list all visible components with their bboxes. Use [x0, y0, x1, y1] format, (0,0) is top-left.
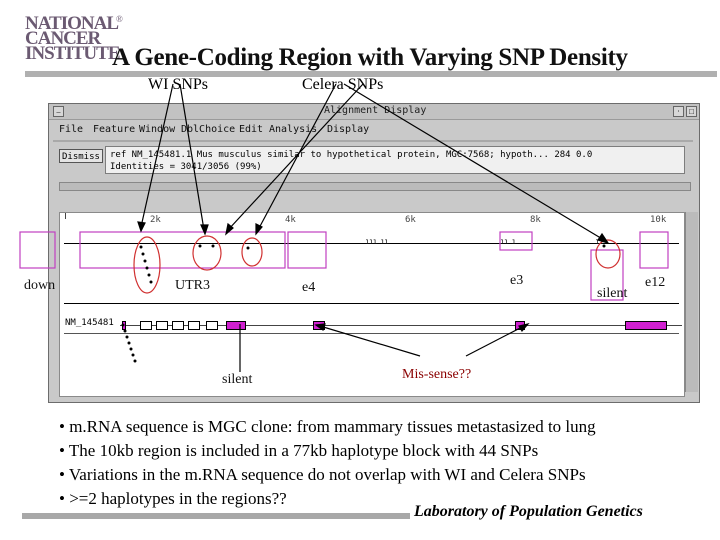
ruler-label: 10k [650, 215, 667, 225]
ruler-label: 8k [530, 215, 541, 225]
pointer-arrows [137, 83, 610, 372]
window-title: Alignment Display [324, 105, 427, 116]
menu-bar: File Feature Window DblChoice Edit Analy… [49, 121, 699, 138]
exon-block[interactable] [188, 321, 200, 330]
exon-block[interactable] [206, 321, 218, 330]
annotation-box [639, 231, 669, 269]
title-rule [25, 71, 717, 77]
annotation-e3: e3 [510, 273, 524, 288]
snp-dots [121, 244, 606, 363]
exon-block[interactable] [140, 321, 152, 330]
annotation-e4: e4 [302, 280, 316, 295]
snp-cluster-mark: ıı [595, 237, 604, 246]
menu-display[interactable]: Display [327, 124, 370, 135]
bullet-item: • >=2 haplotypes in the regions?? [59, 489, 287, 508]
exon-block[interactable] [156, 321, 168, 330]
menu-separator [53, 140, 693, 142]
snp-cluster-mark: ııı ıı [365, 237, 389, 246]
logo-line-national: NATIONAL [25, 13, 119, 34]
annotation-box [499, 231, 533, 251]
annotation-box [590, 249, 624, 301]
annotation-silent-right: silent [597, 286, 628, 301]
bullet-list: • m.RNA sequence is MGC clone: from mamm… [59, 415, 709, 511]
horizontal-scrollbar[interactable] [59, 182, 691, 191]
snp-ellipse [595, 239, 621, 269]
exon-block[interactable] [172, 321, 184, 330]
menu-feature[interactable]: Feature [93, 124, 136, 135]
footer-lab-name: Laboratory of Population Genetics [414, 503, 643, 520]
footer-rule [22, 513, 410, 519]
bullet-item: • Variations in the m.RNA sequence do no… [59, 465, 586, 484]
menu-file[interactable]: File [59, 124, 84, 135]
annotation-down: down [24, 278, 56, 293]
ruler-tick [65, 213, 66, 219]
snp-ellipse [241, 237, 263, 267]
window-titlebar[interactable]: – Alignment Display · □ [49, 104, 699, 120]
snp-ellipse [192, 235, 222, 271]
exon-block[interactable] [226, 321, 246, 330]
annotation-misense: Mis-sense?? [402, 367, 472, 382]
info-line-1: ref NM_145481.1 Mus musculus similar to … [110, 150, 593, 160]
wi-snps-label: WI SNPs [148, 76, 209, 93]
menu-dblchoice[interactable]: DblChoice [181, 124, 236, 135]
maximize-icon[interactable]: □ [686, 106, 697, 117]
registered-mark: ® [116, 14, 123, 24]
track-bottom-line [64, 333, 679, 334]
window-menu-icon[interactable]: – [53, 106, 64, 117]
alignment-display-window: – Alignment Display · □ File Feature Win… [48, 103, 700, 403]
sequence-track-panel: 2k 4k 6k 8k 10k ııı ıı ıı ı ıı NM_145481 [59, 212, 685, 397]
exon-block[interactable] [625, 321, 667, 330]
minimize-icon[interactable]: · [673, 106, 684, 117]
snp-cluster-mark: ıı ı [500, 237, 516, 246]
vertical-scrollbar[interactable] [685, 212, 698, 392]
annotation-box [287, 231, 327, 269]
annotation-utr3: UTR3 [175, 278, 210, 293]
nci-logo: NATIONAL CANCER INSTITUTE [25, 13, 120, 64]
info-line-2: Identities = 3041/3056 (99%) [110, 162, 262, 172]
ruler-label: 4k [285, 215, 296, 225]
menu-analysis[interactable]: Analysis [269, 124, 318, 135]
bullet-item: • m.RNA sequence is MGC clone: from mamm… [59, 417, 596, 436]
mrna-track-line [120, 325, 682, 326]
annotation-silent-left: silent [222, 372, 253, 387]
logo-line-cancer: CANCER [25, 28, 101, 49]
menu-edit[interactable]: Edit [239, 124, 264, 135]
ruler-label: 6k [405, 215, 416, 225]
annotation-box [19, 231, 56, 269]
slide-title: A Gene-Coding Region with Varying SNP De… [112, 44, 628, 71]
mrna-track-label: NM_145481 [65, 318, 114, 328]
dismiss-button[interactable]: Dismiss [59, 149, 103, 163]
annotation-e12: e12 [645, 275, 666, 290]
bullet-item: • The 10kb region is included in a 77kb … [59, 441, 539, 460]
snp-ellipse [133, 236, 161, 294]
alignment-info-box: ref NM_145481.1 Mus musculus similar to … [105, 146, 685, 174]
logo-line-institute: INSTITUTE [25, 43, 120, 64]
menu-window[interactable]: Window [139, 124, 176, 135]
celera-snps-label: Celera SNPs [302, 76, 384, 93]
ruler-label: 2k [150, 215, 161, 225]
annotation-box [79, 231, 286, 269]
genomic-axis [64, 243, 679, 244]
track-divider [64, 303, 679, 304]
